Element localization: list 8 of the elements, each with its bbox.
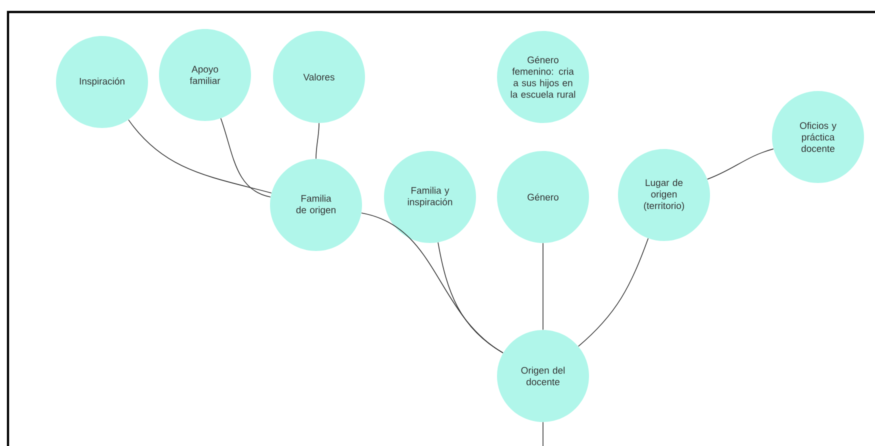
connector-line [220,118,271,198]
connector-line [542,422,544,446]
connector-line [128,119,272,194]
connector-line [707,148,774,180]
connector-line [578,238,649,347]
connector-line [316,122,320,160]
connector-line [438,242,504,354]
connector-line [542,242,544,330]
